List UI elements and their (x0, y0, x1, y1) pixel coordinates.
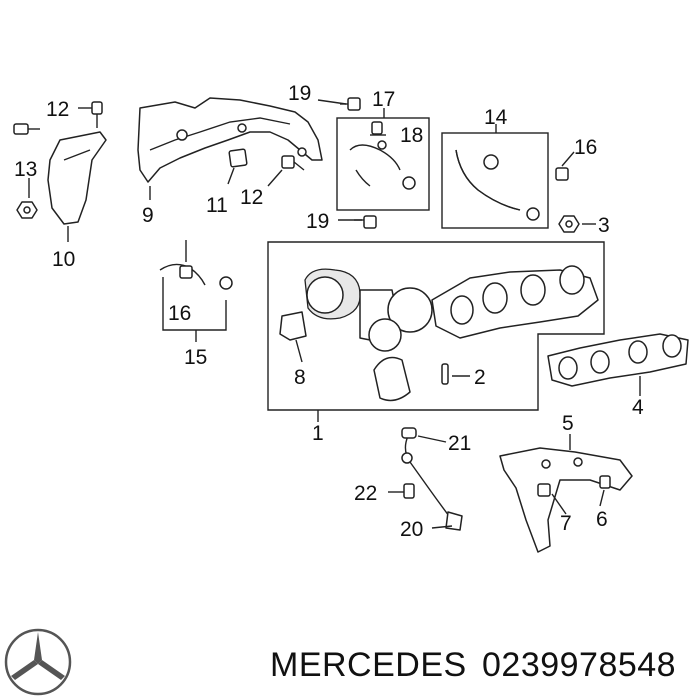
oil-feed-pipe-17-part (349, 121, 416, 190)
turbocharger-frame (267, 241, 605, 411)
callout-7: 7 (560, 512, 572, 535)
mercedes-star-icon (4, 628, 72, 696)
part-number: 0239978548 (482, 646, 676, 684)
callout-16-right: 16 (574, 136, 597, 159)
callout-6: 6 (596, 508, 608, 531)
callout-10: 10 (52, 248, 75, 271)
nut-13-part (16, 201, 38, 219)
bolt-12-left-part (91, 101, 103, 128)
bushing-7-part (537, 483, 551, 497)
callout-21: 21 (448, 432, 471, 455)
callout-2: 2 (474, 366, 486, 389)
oil-pipe-20-part (401, 427, 463, 531)
actuator-8-part (279, 311, 307, 341)
stud-2-part (441, 363, 449, 385)
nut-3-part (558, 215, 580, 233)
gasket-4-part (547, 333, 689, 387)
bolt-12-mid-part (281, 155, 305, 171)
bolt-small-part (13, 123, 40, 135)
callout-13: 13 (14, 158, 37, 181)
clip-11-part (228, 148, 248, 168)
callout-12-left: 12 (46, 98, 69, 121)
bracket-15-leader (162, 277, 227, 331)
pipe-15-group-part (159, 240, 233, 290)
oil-return-pipe-14-part (455, 149, 540, 221)
callout-22: 22 (354, 482, 377, 505)
support-bracket-5-part (499, 447, 633, 553)
callout-4: 4 (632, 396, 644, 419)
callout-19-top: 19 (288, 82, 311, 105)
pipe-17-group-frame (336, 117, 430, 211)
bolt-6-part (599, 475, 611, 489)
callout-19-lower: 19 (306, 210, 329, 233)
callout-9: 9 (142, 204, 154, 227)
bolt-22-part (403, 483, 415, 499)
callout-3: 3 (598, 214, 610, 237)
bolt-16-right-part (555, 167, 569, 181)
turbocharger-part (304, 265, 599, 402)
heat-shield-part (137, 97, 323, 183)
pipe-14-group-frame (441, 132, 549, 229)
callout-5: 5 (562, 412, 574, 435)
callout-12-mid: 12 (240, 186, 263, 209)
callout-14: 14 (484, 106, 508, 129)
callout-17: 17 (372, 88, 395, 111)
callout-20: 20 (400, 518, 423, 541)
callout-11: 11 (206, 194, 228, 217)
bracket-part (47, 131, 107, 225)
callout-18: 18 (400, 124, 423, 147)
bolt-19-lower-part (354, 215, 377, 229)
leader-lines (28, 99, 641, 529)
bolt-19-top-part (340, 97, 361, 111)
callout-16-left: 16 (168, 302, 191, 325)
callout-8: 8 (294, 366, 306, 389)
callout-1: 1 (312, 422, 324, 445)
brand-name: MERCEDES (270, 646, 467, 684)
callout-15: 15 (184, 346, 207, 369)
